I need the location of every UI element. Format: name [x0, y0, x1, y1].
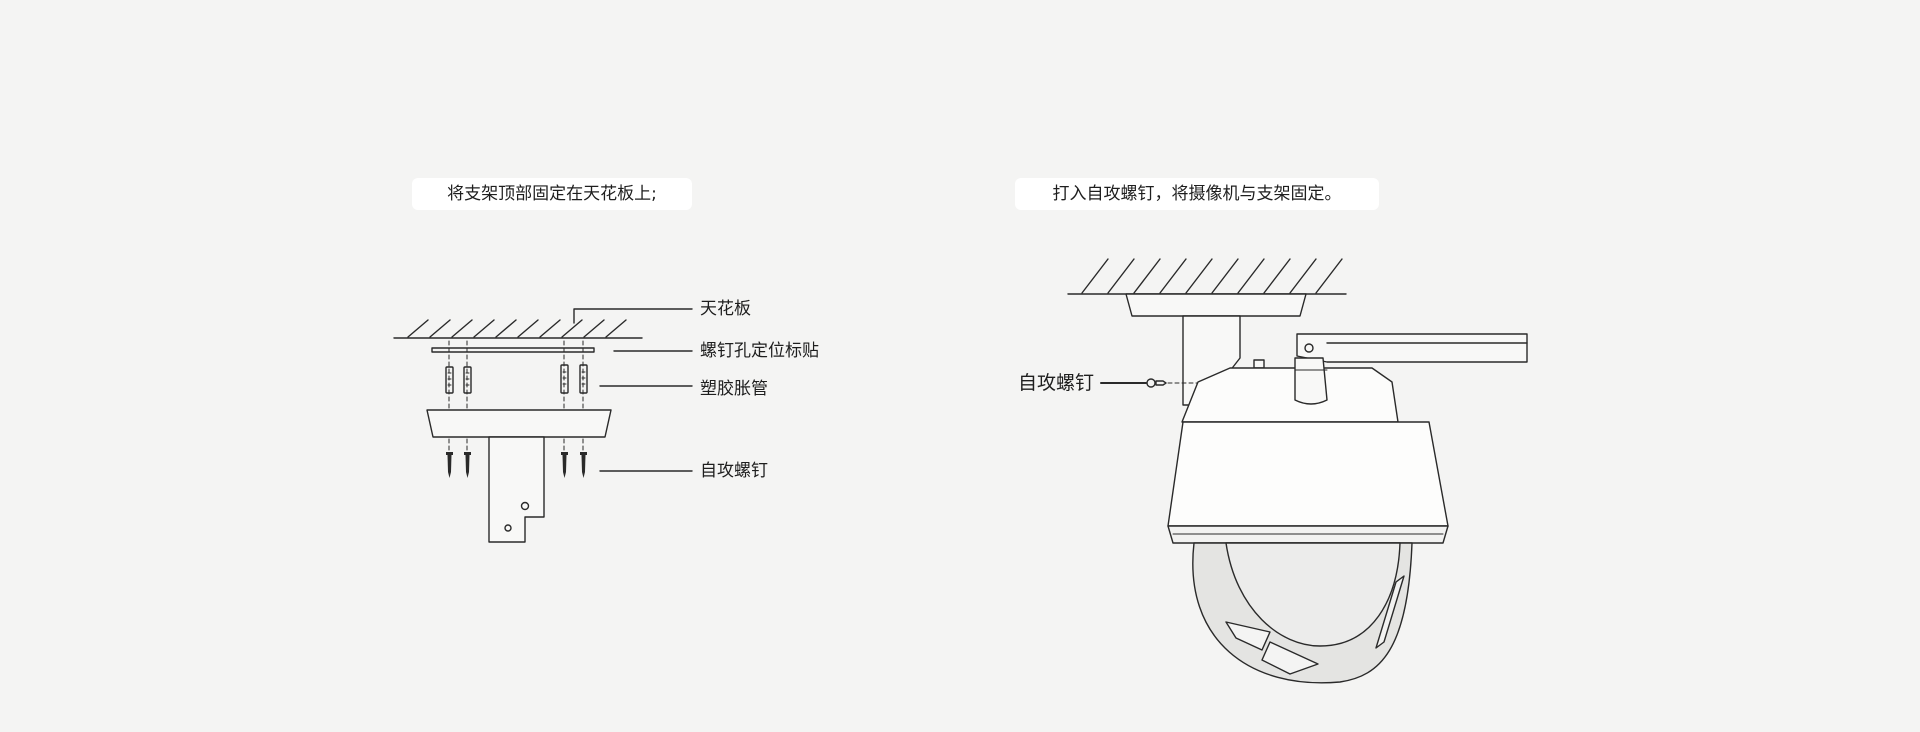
bracket-hole: [504, 524, 512, 532]
ceiling-label: 天花板: [700, 299, 751, 319]
camera-lens-slot: [1225, 621, 1271, 651]
camera-side-arm: [1296, 333, 1528, 363]
step2-ceiling: [1067, 258, 1347, 295]
camera-mounting-plate: [1125, 293, 1307, 317]
camera-screw-label: 自攻螺钉: [1018, 372, 1095, 394]
camera-dome-inner: [1225, 542, 1401, 647]
camera-top-tab: [1253, 359, 1265, 369]
step1-caption: 将支架顶部固定在天花板上;: [412, 178, 692, 210]
screw-hole-sticker: [431, 347, 595, 353]
camera-main-body: [1167, 421, 1449, 527]
camera-side-strip: [1375, 575, 1405, 649]
step1-ceiling: [393, 319, 643, 339]
screw-hole-sticker-label: 螺钉孔定位标贴: [700, 341, 819, 361]
mounting-plate: [426, 409, 612, 438]
camera-lens-slot: [1261, 641, 1319, 675]
bracket-arm: [488, 436, 545, 543]
self-tapping-screws: [446, 452, 587, 478]
plastic-anchor-label: 塑胶胀管: [700, 379, 768, 399]
bracket-hole: [520, 501, 530, 511]
step2-caption: 打入自攻螺钉，将摄像机与支架固定。: [1015, 178, 1379, 210]
ceiling-leader: [573, 308, 693, 324]
camera-connector: [1294, 357, 1328, 405]
camera-upper-housing: [1181, 367, 1399, 423]
self-tapping-screw-label: 自攻螺钉: [700, 461, 768, 481]
